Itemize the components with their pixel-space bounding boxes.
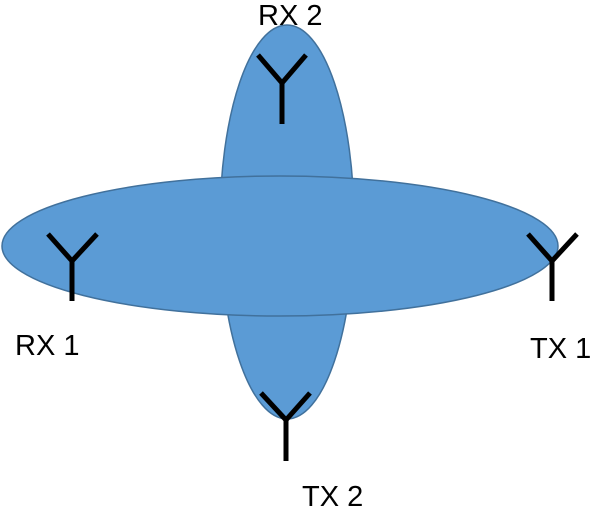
tx2-antenna-icon — [259, 391, 312, 461]
rx1-label: RX 1 — [15, 330, 79, 362]
rx2-label: RX 2 — [258, 0, 322, 32]
rx2-antenna-icon — [256, 53, 308, 124]
horizontal-coverage-ellipse — [1, 175, 559, 317]
rx1-antenna-icon — [46, 232, 99, 301]
tx2-label: TX 2 — [302, 481, 363, 508]
tx1-antenna-icon — [526, 232, 579, 301]
tx1-label: TX 1 — [530, 333, 591, 365]
